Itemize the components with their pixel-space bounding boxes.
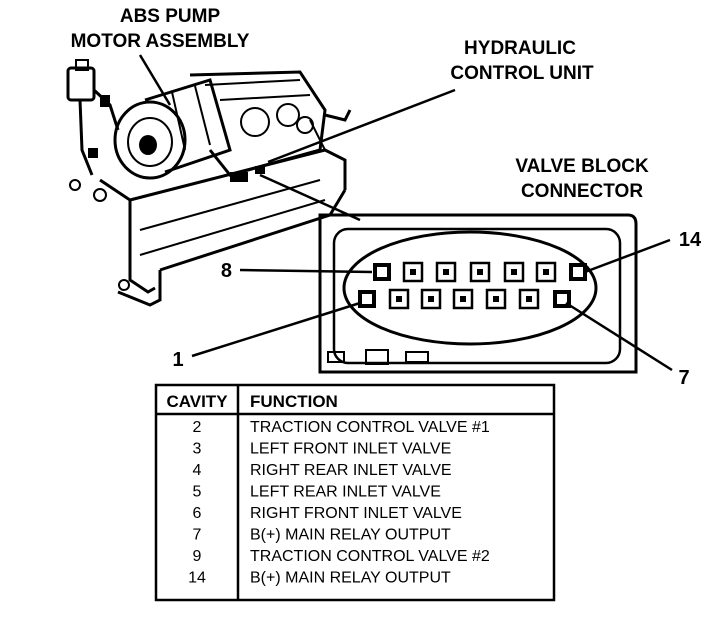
pin-4 — [452, 288, 474, 310]
label-control-unit: CONTROL UNIT — [450, 63, 594, 84]
table-row: 5 LEFT REAR INLET VALVE — [193, 484, 441, 501]
pin-11 — [469, 261, 491, 283]
table-header-function: FUNCTION — [250, 392, 338, 411]
connector-latch-left — [327, 351, 345, 363]
pump-electrical-connector — [66, 59, 120, 202]
callout-pin-1: 1 — [172, 349, 183, 371]
pin-12 — [503, 261, 525, 283]
mounting-bracket — [99, 109, 352, 307]
table-cell-function: B(+) MAIN RELAY OUTPUT — [250, 570, 451, 587]
leader-hydraulic-control-unit — [267, 88, 456, 164]
table-row: 4 RIGHT REAR INLET VALVE — [193, 462, 452, 479]
leader-valve-block-connector — [259, 173, 361, 222]
label-hydraulic: HYDRAULIC — [464, 38, 576, 59]
table-row: 14 B(+) MAIN RELAY OUTPUT — [188, 570, 451, 587]
table-row: 6 RIGHT FRONT INLET VALVE — [193, 505, 462, 522]
abs-pump-motor — [113, 78, 232, 180]
pin-14 — [569, 263, 587, 281]
pin-13 — [535, 261, 557, 283]
pin-1 — [358, 290, 376, 308]
table-row: 7 B(+) MAIN RELAY OUTPUT — [193, 527, 451, 544]
leader-pin-1 — [191, 301, 361, 358]
table-cell-function: LEFT FRONT INLET VALVE — [250, 441, 451, 458]
pin-5 — [485, 288, 507, 310]
table-cell-function: TRACTION CONTROL VALVE #1 — [250, 419, 490, 436]
table-cell-cavity: 6 — [193, 505, 202, 522]
connector-inner-frame — [332, 227, 622, 365]
abs-pump-illustration — [66, 59, 352, 307]
table-row: 2 TRACTION CONTROL VALVE #1 — [193, 419, 490, 436]
pin-2 — [388, 288, 410, 310]
table-cell-function: TRACTION CONTROL VALVE #2 — [250, 548, 490, 565]
label-motor-assembly: MOTOR ASSEMBLY — [71, 31, 250, 52]
leader-pump-motor — [138, 54, 172, 106]
pin-3 — [420, 288, 442, 310]
table-row: 3 LEFT FRONT INLET VALVE — [193, 441, 452, 458]
connector-cavity-oval — [342, 230, 598, 346]
connector-latch-center — [365, 349, 389, 365]
connector-pins-bottom-row — [358, 288, 571, 310]
label-connector: CONNECTOR — [521, 181, 643, 202]
pin-6 — [518, 288, 540, 310]
table-cell-function: RIGHT REAR INLET VALVE — [250, 462, 452, 479]
table-row: 9 TRACTION CONTROL VALVE #2 — [193, 548, 490, 565]
pin-10 — [435, 261, 457, 283]
table-cell-cavity: 2 — [193, 419, 202, 436]
table-cell-function: B(+) MAIN RELAY OUTPUT — [250, 527, 451, 544]
leader-pin-14 — [584, 238, 671, 274]
callout-pin-14: 14 — [679, 229, 702, 251]
callout-pin-8: 8 — [221, 260, 232, 282]
table-cell-cavity: 4 — [193, 462, 202, 479]
table-cell-cavity: 14 — [188, 570, 206, 587]
leader-lines — [138, 54, 673, 372]
hydraulic-control-unit — [189, 70, 327, 182]
table-cell-cavity: 9 — [193, 548, 202, 565]
table-rows: 2 TRACTION CONTROL VALVE #1 3 LEFT FRONT IN… — [188, 419, 490, 587]
connector-housing — [318, 213, 638, 374]
leader-pin-7 — [565, 301, 673, 372]
leader-pin-8 — [239, 268, 373, 274]
callout-pin-7: 7 — [678, 367, 689, 389]
table-cell-cavity: 5 — [193, 484, 202, 501]
valve-block-connector — [318, 213, 638, 374]
table-cell-function: LEFT REAR INLET VALVE — [250, 484, 441, 501]
pin-8 — [373, 263, 391, 281]
table-cell-cavity: 3 — [193, 441, 202, 458]
label-abs-pump: ABS PUMP — [120, 6, 221, 27]
table-header-cavity: CAVITY — [166, 392, 228, 411]
pin-9 — [402, 261, 424, 283]
connector-latch-right — [405, 351, 429, 363]
label-valve-block: VALVE BLOCK — [515, 156, 649, 177]
connector-pins-top-row — [373, 261, 587, 283]
table-cell-cavity: 7 — [193, 527, 202, 544]
table-cell-function: RIGHT FRONT INLET VALVE — [250, 505, 462, 522]
